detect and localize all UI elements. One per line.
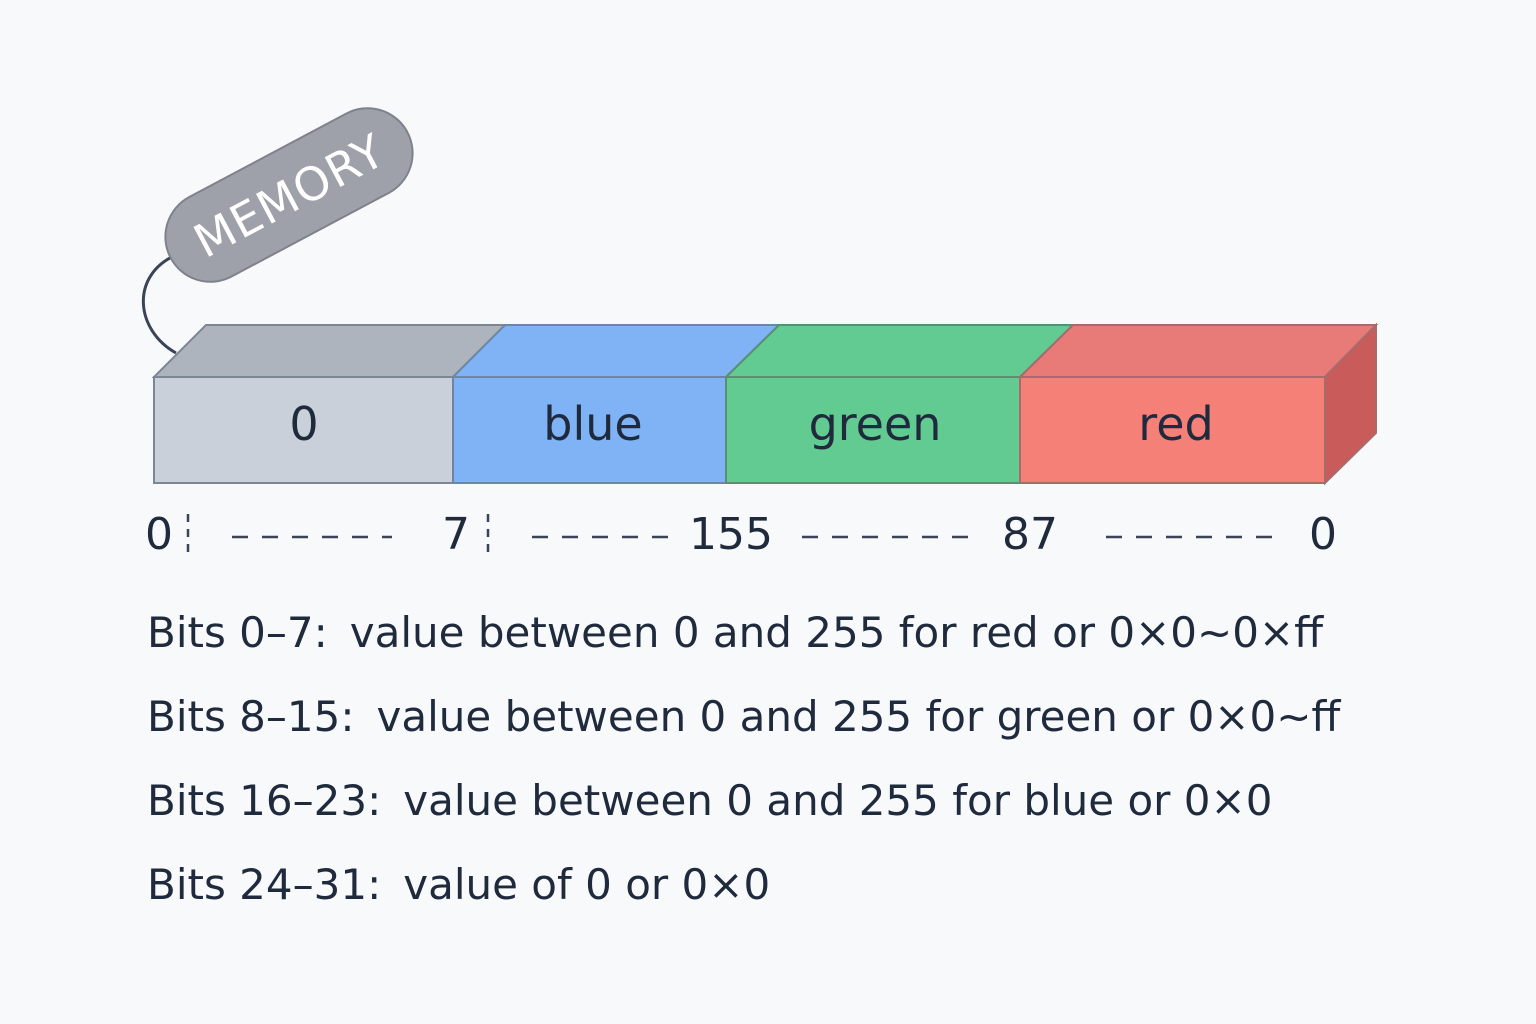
segment-green-label: green	[809, 397, 942, 451]
bit-description: value of 0 or 0×0	[403, 860, 771, 909]
segment-red-top	[1017, 324, 1379, 378]
bit-description-row: Bits 0–7: value between 0 and 255 for red…	[147, 602, 1447, 686]
bit-description: value between 0 and 255 for red or 0×0~0…	[349, 608, 1324, 657]
scale-tick-3: 155	[689, 509, 773, 560]
bit-description-row: Bits 24–31: value of 0 or 0×0	[147, 854, 1447, 938]
segment-blue-label: blue	[543, 397, 642, 451]
bit-range: Bits 16–23:	[147, 776, 382, 825]
bit-description-row: Bits 16–23: value between 0 and 255 for b…	[147, 770, 1447, 854]
segment-green-top	[723, 324, 1076, 378]
scale-tick-4: 87	[1002, 509, 1058, 560]
segment-blue-front	[452, 376, 727, 484]
bit-range: Bits 24–31:	[147, 860, 382, 909]
bit-description: value between 0 and 255 for blue or 0×0	[403, 776, 1273, 825]
bit-description-list: Bits 0–7: value between 0 and 255 for red…	[147, 602, 1447, 938]
bit-range: Bits 8–15:	[147, 692, 355, 741]
tag-connector	[141, 253, 177, 355]
segment-0-front	[153, 376, 454, 484]
scale-tick-2: 7	[442, 509, 470, 560]
segment-0-label: 0	[289, 397, 318, 451]
segment-red-front	[1019, 376, 1326, 484]
bit-description-row: Bits 8–15: value between 0 and 255 for gr…	[147, 686, 1447, 770]
segment-0-top	[151, 324, 508, 378]
segment-red-label: red	[1138, 397, 1213, 451]
bit-description: value between 0 and 255 for green or 0×0…	[376, 692, 1341, 741]
segment-blue-top	[450, 324, 782, 378]
segment-green-front	[725, 376, 1021, 484]
memory-tag-pill	[164, 107, 414, 283]
segment-fronts	[153, 376, 1326, 484]
segment-tops	[151, 324, 1379, 378]
bit-range: Bits 0–7:	[147, 608, 328, 657]
memory-tag: MEMORY	[164, 107, 414, 283]
scale-tick-5: 0	[1309, 509, 1337, 560]
scale-tick-1: 0	[145, 509, 173, 560]
